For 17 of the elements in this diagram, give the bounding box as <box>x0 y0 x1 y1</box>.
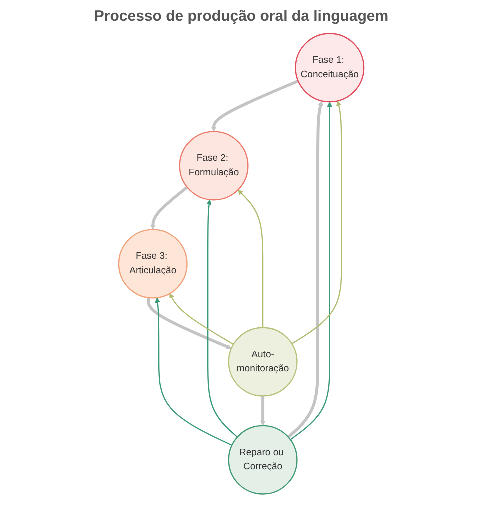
arrow <box>292 100 342 344</box>
node-circle: Fase 2: Formulação <box>179 131 249 201</box>
node-circle: Fase 1: Conceituação <box>295 33 365 103</box>
arrow <box>211 80 299 132</box>
arrow <box>288 100 324 438</box>
arrow <box>290 102 332 440</box>
diagram-title: Processo de produção oral da linguagem <box>93 8 390 25</box>
node-circle: Reparo ou Correção <box>228 425 298 495</box>
arrow <box>147 298 232 350</box>
arrow <box>238 190 264 328</box>
node-circle: Auto-monitoração <box>228 327 298 397</box>
arrow <box>150 186 188 230</box>
arrow <box>170 294 234 346</box>
arrow <box>260 396 266 426</box>
arrow <box>206 200 238 438</box>
arrow <box>155 298 232 446</box>
node-circle: Fase 3: Articulação <box>118 229 188 299</box>
